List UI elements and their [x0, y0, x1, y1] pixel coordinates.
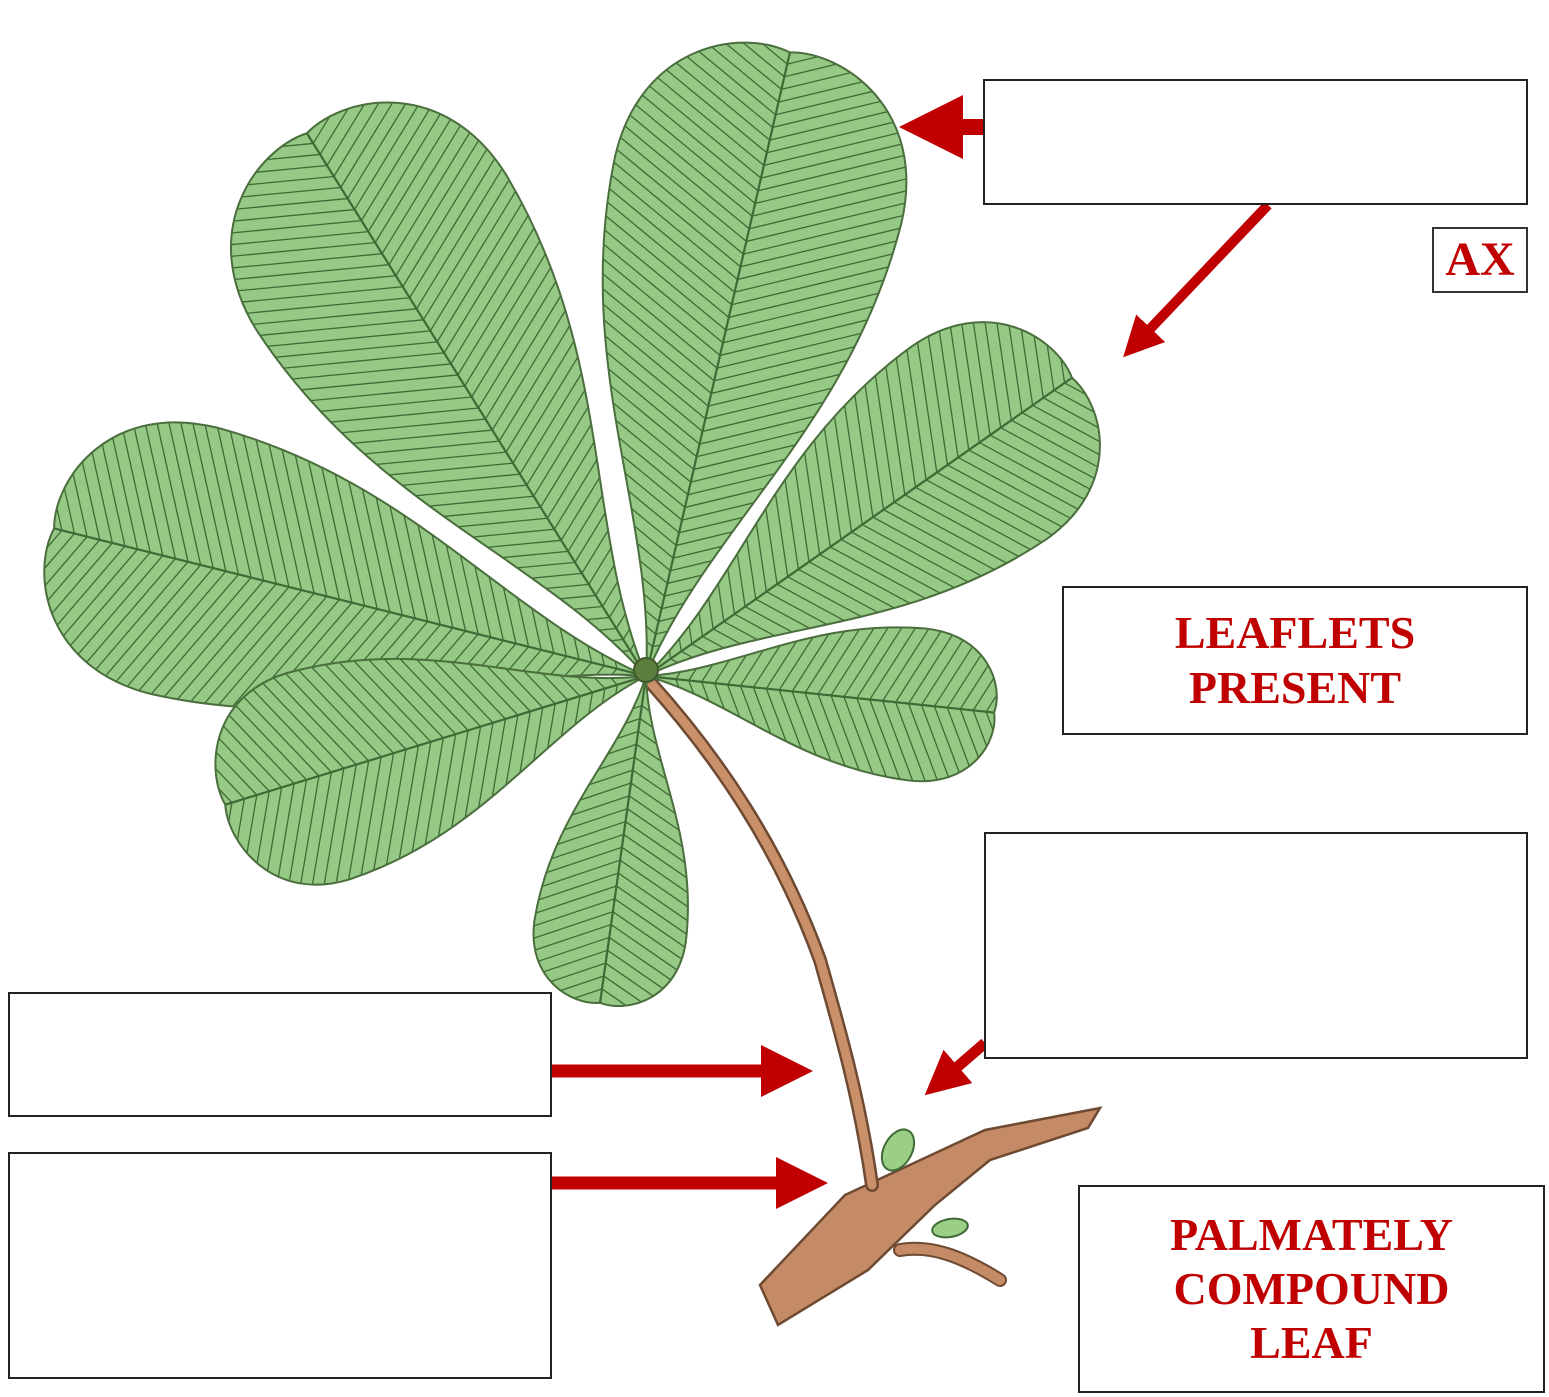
label-box-bud[interactable] — [984, 832, 1528, 1059]
palmately-compound-leaf-label: PALMATELY COMPOUND LEAF — [1078, 1185, 1545, 1393]
leaflet-junction — [634, 658, 658, 682]
arrow-right-leaflet — [1130, 205, 1268, 350]
label-box-leaf-base[interactable] — [8, 1152, 552, 1379]
leaflets-present-label: LEAFLETS PRESENT — [1062, 586, 1528, 735]
ax-label: AX — [1432, 227, 1528, 293]
label-box-top-right[interactable] — [983, 79, 1528, 205]
twig — [760, 1108, 1100, 1325]
lateral-bud — [931, 1216, 970, 1240]
arrow-bud — [933, 1043, 985, 1088]
label-box-petiole[interactable] — [8, 992, 552, 1117]
